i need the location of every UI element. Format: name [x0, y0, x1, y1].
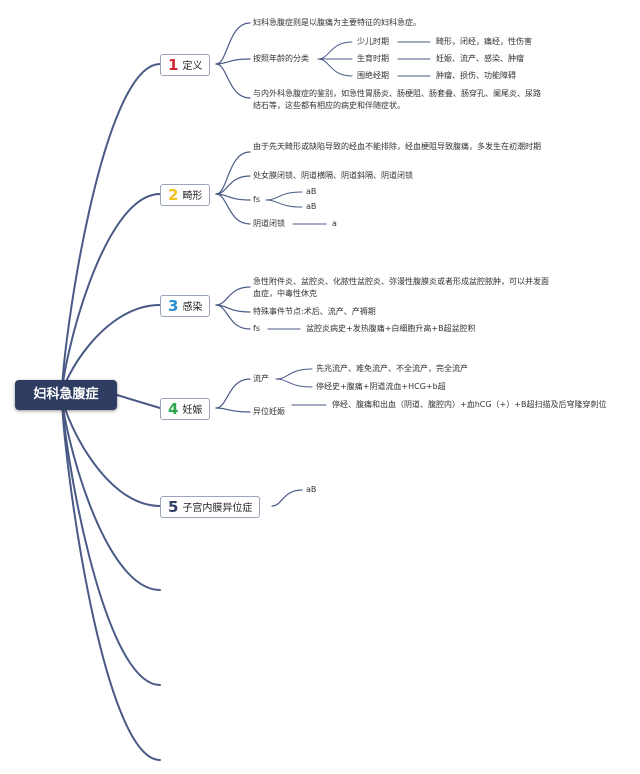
branch-label: 畸形	[182, 191, 203, 202]
age-group-detail: 妊娠、流产、感染、肿瘤	[436, 54, 524, 63]
branch-number-5: 5	[168, 498, 179, 516]
root-branch-line	[61, 394, 161, 591]
root-branch-line	[116, 394, 161, 409]
age-group-detail: 肿瘤、损伤、功能障碍	[436, 71, 516, 80]
branch-child-line	[215, 304, 251, 330]
definition-text: 妇科急腹症则是以腹痛为主要特征的妇科急症。	[253, 18, 421, 27]
branch-child-line	[215, 151, 251, 195]
branch-child-line	[215, 407, 251, 413]
root-branch-line	[61, 193, 161, 396]
branch-child-line	[215, 22, 251, 65]
branch-label: 定义	[182, 61, 203, 72]
special-events: 特殊事件节点:术后、流产、产褥期	[253, 307, 376, 316]
sub-child-line	[275, 368, 313, 380]
abortion-child: 停经史+腹痛+阴道流血+HCG+b超	[316, 382, 446, 391]
root-branch-line	[61, 394, 161, 507]
root-branch-line	[61, 394, 161, 761]
fs-node[interactable]: fs	[253, 195, 260, 204]
ectopic-child: 停经、腹痛和出血（阴道、腹腔内）+血hCG（+）+B超扫描及后穹隆穿刺位	[332, 400, 607, 409]
root-branch-line	[61, 394, 161, 686]
root-topic[interactable]: 妇科急腹症	[15, 380, 117, 410]
age-classification[interactable]: 按照年龄的分类	[253, 54, 309, 63]
branch-label: 妊娠	[182, 405, 203, 416]
ectopic-node[interactable]: 异位妊娠	[253, 407, 285, 416]
branch-label: 感染	[182, 302, 203, 313]
fs-child: aB	[306, 202, 317, 211]
age-group-name: 生育时期	[357, 54, 389, 63]
branch-number-4: 4	[168, 400, 179, 418]
sub-child-line	[275, 378, 313, 388]
branch-child-line	[215, 58, 251, 65]
fs-child: 盆腔炎病史+发热腹痛+白细胞升高+B超盆腔积	[306, 324, 476, 333]
infection-text: 急性附件炎、盆腔炎、化脓性盆腔炎、弥漫性腹膜炎或者形成盆腔脓肿，可以并发面血症，…	[253, 277, 549, 298]
branch-child-line	[215, 378, 251, 409]
sub-child-line	[265, 199, 303, 208]
differential-diagnosis: 与内外科急腹症的鉴别，如急性胃肠炎、肠梗阻、肠套叠、肠穿孔、阑尾炎、尿路结石等，…	[253, 89, 541, 110]
abortion-child: 先兆流产、难免流产、不全流产，完全流产	[316, 364, 468, 373]
branch-label: 子宫内膜异位症	[182, 503, 253, 514]
age-group-name: 围绝经期	[357, 71, 389, 80]
branch-child-line	[215, 63, 251, 99]
branch-child-line	[215, 193, 251, 225]
abortion-node[interactable]: 流产	[253, 374, 269, 383]
branch-child-line	[215, 286, 251, 306]
malformation-text: 由于先天畸形或缺陷导致的经血不能排除，经血梗阻导致腹痛，多发生在初潮时期	[253, 142, 541, 151]
age-group-name: 少儿时期	[357, 37, 389, 46]
branch-child-line	[215, 175, 251, 195]
vaginal-atresia[interactable]: 阴道闭锁	[253, 219, 285, 228]
branch-number-3: 3	[168, 297, 179, 315]
sub-child-line	[265, 191, 303, 201]
sub-child-line	[317, 41, 353, 60]
malformation-types: 处女膜闭锁、阴道横隔、阴道斜隔、阴道闭锁	[253, 171, 413, 180]
fs-node[interactable]: fs	[253, 324, 260, 333]
vaginal-atresia-child: a	[332, 219, 337, 228]
branch-child-line	[271, 489, 303, 507]
age-group-detail: 畸形，闭经，痛经，性伤害	[436, 37, 532, 46]
branch-number-2: 2	[168, 186, 179, 204]
fs-child: aB	[306, 187, 317, 196]
endometriosis-child: aB	[306, 485, 317, 494]
sub-child-line	[317, 58, 353, 77]
branch-number-1: 1	[168, 56, 179, 74]
root-branch-line	[61, 63, 161, 396]
